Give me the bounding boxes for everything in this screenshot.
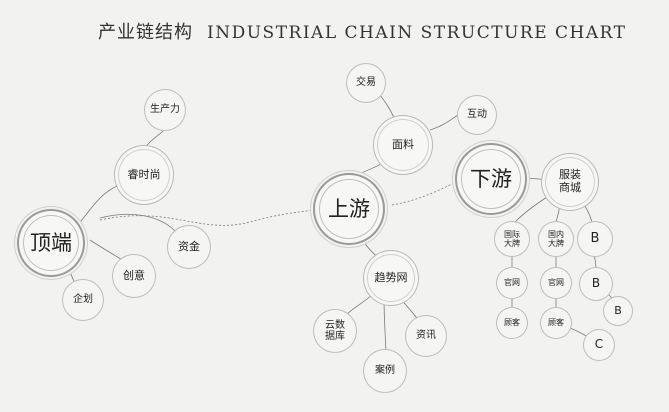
node-intl-brand: 国际 大牌 [495, 222, 529, 256]
node-b-2: B [580, 268, 612, 300]
node-downstream: 下游 [462, 150, 520, 208]
node-apparel-mall: 服装 商城 [546, 158, 594, 206]
node-creativity: 创意 [113, 255, 155, 297]
link-upstream-downstream [391, 179, 461, 206]
node-fashion: 睿时尚 [119, 150, 169, 200]
node-news: 资讯 [406, 316, 446, 356]
node-planning: 企划 [63, 280, 103, 320]
link-trendnet-cases [383, 297, 387, 357]
node-fabric: 面料 [378, 120, 428, 170]
link-top-funding [99, 213, 177, 233]
title-cn: 产业链结构 [98, 22, 193, 43]
link-fashion-productivity [144, 127, 167, 149]
node-cases: 案例 [364, 350, 406, 392]
node-customer-1: 顾客 [497, 308, 527, 338]
link-mall-intl [514, 194, 551, 223]
node-official-site-1: 官网 [497, 268, 527, 298]
node-cloud-database: 云数 据库 [314, 310, 356, 352]
node-upstream: 上游 [320, 180, 378, 238]
node-funding: 资金 [168, 226, 210, 268]
node-b-1: B [578, 222, 612, 256]
link-downstream-mall [515, 178, 547, 181]
page-title: 产业链结构 INDUSTRIAL CHAIN STRUCTURE CHART [98, 18, 626, 44]
node-domestic-brand: 国内 大牌 [539, 222, 573, 256]
node-productivity: 生产力 [145, 90, 185, 130]
link-fabric-interaction [429, 114, 459, 131]
link-top-upstream [99, 207, 317, 226]
node-top: 顶端 [24, 216, 78, 270]
title-en: INDUSTRIAL CHAIN STRUCTURE CHART [207, 23, 627, 43]
node-interaction: 互动 [458, 96, 496, 134]
node-trade: 交易 [347, 64, 385, 102]
node-official-site-2: 官网 [541, 268, 571, 298]
node-trend-net: 趋势网 [368, 255, 414, 301]
node-customer-2: 顾客 [541, 308, 571, 338]
node-c-1: C [584, 330, 614, 360]
node-b-3: B [604, 297, 632, 325]
